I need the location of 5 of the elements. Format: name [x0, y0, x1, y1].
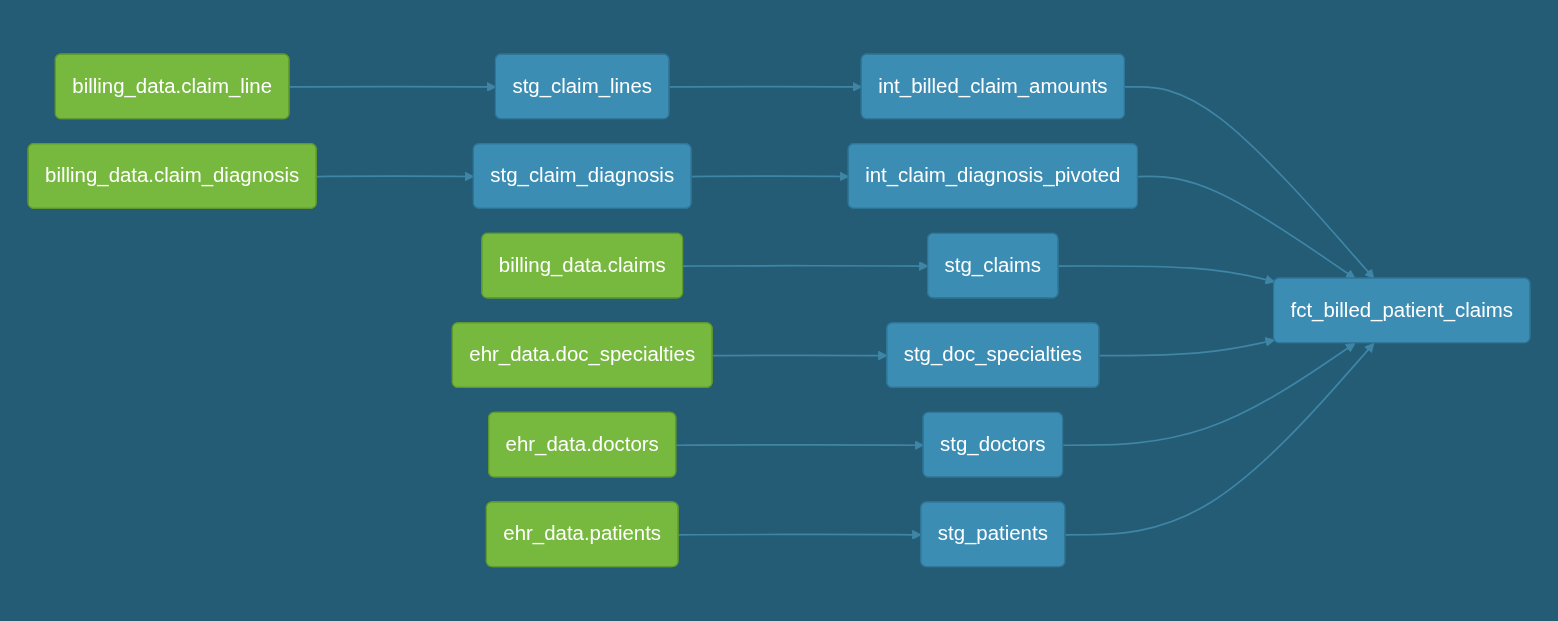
arrow [1124, 86, 1375, 280]
arrow [1062, 342, 1356, 447]
arrow [1098, 337, 1276, 357]
arrow [1064, 342, 1375, 536]
arrow [1137, 175, 1356, 280]
